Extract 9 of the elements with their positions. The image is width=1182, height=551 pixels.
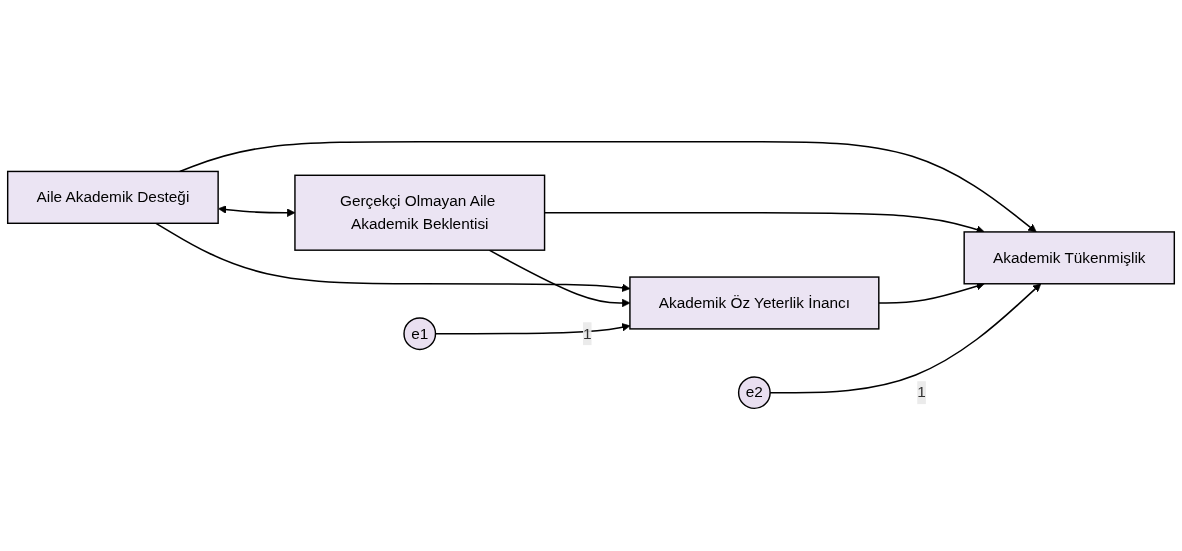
- node-box: Akademik Tükenmişlik: [963, 231, 1176, 285]
- node-box: Aile Akademik Desteği: [6, 171, 219, 225]
- arrow: [179, 141, 1037, 233]
- node-box: Akademik Öz Yeterlik İnancı: [629, 276, 880, 331]
- node-circle: e2: [737, 376, 771, 410]
- node-circle: e1: [403, 317, 437, 351]
- edge-label: 1: [582, 325, 592, 342]
- edge-label: 1: [917, 384, 926, 401]
- node-box: Gerçekçi Olmayan Aile Akademik Beklentisi: [294, 175, 546, 252]
